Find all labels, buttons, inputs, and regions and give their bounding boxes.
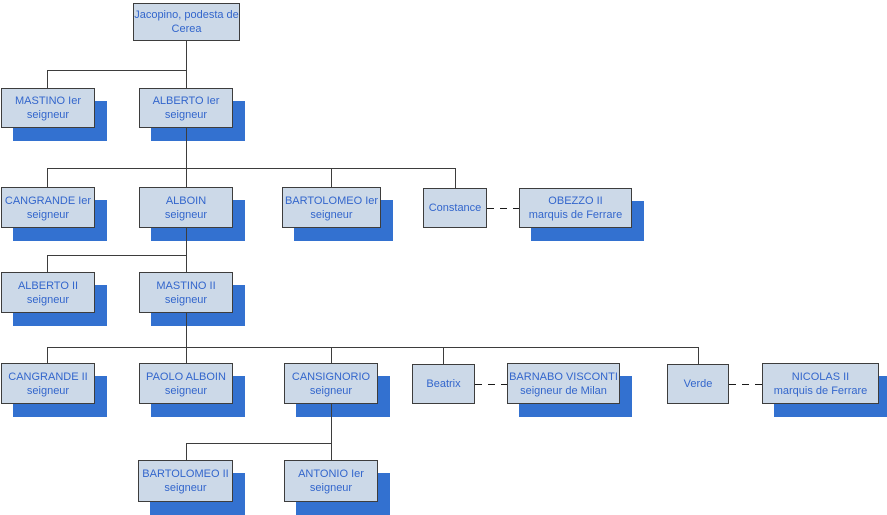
node-box: Verde — [667, 364, 729, 404]
person-name: CANGRANDE II — [8, 370, 88, 383]
person-title: seigneur — [26, 384, 70, 397]
person-name: MASTINO Ier — [14, 95, 81, 107]
person-title: seigneur — [164, 384, 208, 397]
node-antonio-1er: ANTONIO Ier seigneur — [284, 460, 390, 515]
person-title: seigneur — [26, 293, 70, 306]
person-title: seigneur — [310, 208, 353, 221]
marriage-dashed-line — [729, 384, 763, 385]
node-box: CANGRANDE II seigneur — [1, 363, 95, 404]
person-title: seigneur — [309, 482, 353, 494]
person-title: seigneur — [26, 208, 70, 221]
person-name: Beatrix — [426, 378, 461, 390]
person-name: Jacopino, podesta de Cerea — [134, 9, 239, 35]
marriage-dashed-line — [487, 208, 519, 209]
person-title: marquis de Ferrare — [773, 384, 868, 397]
node-jacopino: Jacopino, podesta de Cerea — [133, 3, 240, 41]
connector-line — [698, 347, 699, 364]
connector-line — [186, 41, 187, 88]
node-mastino-2: MASTINO II seigneur — [139, 272, 245, 326]
person-title: seigneur de Milan — [520, 384, 607, 397]
node-box: MASTINO II seigneur — [139, 272, 233, 313]
node-box: Constance — [423, 188, 487, 228]
person-title: seigneur — [164, 208, 208, 221]
node-beatrix: Beatrix — [412, 364, 475, 404]
connector-line — [443, 347, 444, 364]
person-title: seigneur — [309, 384, 353, 397]
person-name: Verde — [683, 378, 713, 390]
node-mastino-1er: MASTINO Ier seigneur — [1, 88, 107, 141]
node-box: ALBOIN seigneur — [139, 187, 233, 228]
connector-line — [331, 347, 332, 363]
node-box: BARTOLOMEO Ier seigneur — [282, 187, 381, 228]
node-box: ANTONIO Ier seigneur — [284, 460, 378, 502]
connector-line — [186, 347, 187, 363]
node-bartolomeo-2: BARTOLOMEO II seigneur — [138, 460, 245, 515]
person-name: PAOLO ALBOIN — [146, 370, 226, 383]
node-barnabo-visconti: BARNABO VISCONTI seigneur de Milan — [507, 363, 632, 417]
person-name: BARTOLOMEO II — [142, 468, 229, 480]
person-name: OBEZZO II — [548, 195, 603, 207]
connector-line — [47, 347, 699, 348]
node-paolo-alboin: PAOLO ALBOIN seigneur — [139, 363, 245, 417]
node-box: Jacopino, podesta de Cerea — [133, 3, 240, 41]
person-name: CANGRANDE Ier — [4, 194, 92, 207]
connector-line — [186, 443, 332, 444]
person-name: MASTINO II — [156, 279, 216, 292]
node-box: CANSIGNORIO seigneur — [284, 363, 378, 404]
person-title: marquis de Ferrare — [528, 209, 623, 221]
node-alberto-2: ALBERTO II seigneur — [1, 272, 107, 326]
node-cangrande-2: CANGRANDE II seigneur — [1, 363, 107, 417]
node-alboin: ALBOIN seigneur — [139, 187, 245, 241]
connector-line — [186, 168, 187, 187]
person-name: ANTONIO Ier — [298, 468, 364, 480]
connector-line — [186, 313, 187, 347]
node-box: ALBERTO Ier seigneur — [139, 88, 233, 128]
node-box: OBEZZO II marquis de Ferrare — [519, 188, 632, 228]
node-box: MASTINO Ier seigneur — [1, 88, 95, 128]
connector-line — [47, 255, 48, 272]
person-name: ALBOIN — [165, 194, 207, 207]
node-box: ALBERTO II seigneur — [1, 272, 95, 313]
person-name: ALBERTO Ier — [152, 95, 220, 107]
connector-line — [331, 404, 332, 443]
person-title: seigneur — [26, 109, 70, 121]
person-name: BARTOLOMEO Ier — [284, 194, 379, 207]
node-verde: Verde — [667, 364, 729, 404]
node-box: BARNABO VISCONTI seigneur de Milan — [507, 363, 620, 404]
node-box: Beatrix — [412, 364, 475, 404]
connector-line — [455, 168, 456, 188]
marriage-dashed-line — [475, 384, 507, 385]
connector-line — [47, 255, 187, 256]
node-bartolomeo-1er: BARTOLOMEO Ier seigneur — [282, 187, 393, 241]
connector-line — [186, 443, 187, 460]
connector-line — [331, 168, 332, 187]
node-cansignorio: CANSIGNORIO seigneur — [284, 363, 390, 417]
connector-line — [47, 70, 48, 88]
node-obezzo-2: OBEZZO II marquis de Ferrare — [519, 188, 644, 241]
connector-line — [186, 255, 187, 272]
person-name: BARNABO VISCONTI — [509, 370, 618, 383]
person-title: seigneur — [164, 482, 207, 494]
node-box: CANGRANDE Ier seigneur — [1, 187, 95, 228]
person-title: seigneur — [164, 293, 208, 306]
person-name: Constance — [428, 202, 482, 214]
node-nicolas-2: NICOLAS II marquis de Ferrare — [762, 363, 887, 417]
node-alberto-1er: ALBERTO Ier seigneur — [139, 88, 245, 141]
connector-line — [47, 347, 48, 363]
person-name: NICOLAS II — [791, 370, 850, 383]
person-name: ALBERTO II — [17, 279, 79, 292]
connector-line — [186, 228, 187, 255]
node-box: PAOLO ALBOIN seigneur — [139, 363, 233, 404]
connector-line — [47, 70, 187, 71]
node-box: NICOLAS II marquis de Ferrare — [762, 363, 879, 404]
node-cangrande-1er: CANGRANDE Ier seigneur — [1, 187, 107, 241]
connector-line — [331, 443, 332, 460]
connector-line — [186, 128, 187, 168]
node-box: BARTOLOMEO II seigneur — [138, 460, 233, 502]
connector-line — [47, 168, 456, 169]
node-constance: Constance — [423, 188, 487, 228]
connector-line — [47, 168, 48, 187]
person-title: seigneur — [164, 109, 208, 121]
person-name: CANSIGNORIO — [291, 370, 371, 383]
